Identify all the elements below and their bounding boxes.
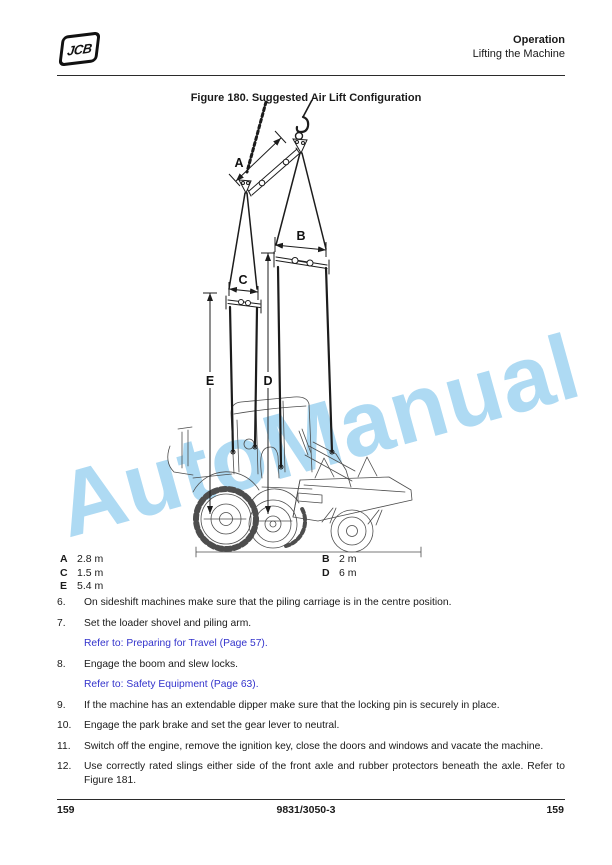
legend-left-column: A 2.8 m C 1.5 m E 5.4 m [60, 553, 103, 594]
legend-key: A [60, 553, 68, 565]
crane-hook-icon [295, 115, 310, 134]
legend-value: 2 m [339, 553, 357, 565]
step-number: 7. [57, 617, 66, 629]
step-number: 10. [57, 720, 72, 731]
step-number: 9. [57, 699, 66, 711]
legend-row: C 1.5 m [60, 567, 103, 581]
legend-value: 6 m [339, 566, 357, 579]
header-section-title: Operation [513, 34, 565, 46]
legend-right-column: B 2 m D 6 m [322, 553, 357, 580]
legend-key: E [60, 580, 68, 592]
dimension-lines: A B C D E [202, 130, 327, 514]
dim-label-b: B [296, 229, 305, 243]
legend-row: B 2 m [322, 553, 357, 567]
step-number: 8. [57, 658, 66, 670]
page-number-right: 159 [546, 804, 564, 816]
legend-row: E 5.4 m [60, 580, 103, 594]
legend-value: 5.4 m [77, 580, 104, 592]
jcb-logo-text: JCB [66, 39, 93, 59]
refer-link[interactable]: Refer to: Preparing for Travel (Page 57)… [84, 638, 268, 649]
step-item: 6. On sideshift machines make sure that t… [57, 596, 565, 610]
step-text: Engage the park brake and set the gear l… [84, 720, 340, 731]
step-text: Switch off the engine, remove the igniti… [84, 740, 544, 752]
step-text: Engage the boom and slew locks. [84, 658, 238, 670]
legend-key: B [322, 553, 330, 565]
header-right: Operation Lifting the Machine [473, 33, 565, 61]
step-number: 6. [57, 597, 66, 608]
document-number: 9831/3050-3 [276, 804, 336, 816]
step-text: Use correctly rated slings either side o… [84, 761, 565, 786]
figure-title: Figure 180. Suggested Air Lift Configura… [190, 92, 422, 104]
jcb-logo: JCB [58, 31, 101, 67]
step-item: 7. Set the loader shovel and piling arm. [57, 617, 565, 631]
step-number: 11. [57, 740, 71, 752]
header-rule [57, 75, 565, 76]
step-item: 12. Use correctly rated slings either sid… [57, 760, 565, 787]
step-text: On sideshift machines make sure that the… [84, 597, 452, 608]
figure-illustration: A B C D E [167, 100, 422, 558]
step-item: 8. Engage the boom and slew locks. [57, 658, 565, 672]
dim-label-c: C [238, 273, 247, 287]
dim-label-d: D [263, 374, 272, 388]
dim-label-e: E [206, 374, 214, 388]
legend-key: D [322, 566, 330, 579]
dim-label-a: A [234, 156, 243, 170]
legend-row: D 6 m [322, 567, 357, 581]
legend-value: 1.5 m [77, 566, 104, 579]
legend-row: A 2.8 m [60, 553, 103, 567]
lifting-rig [225, 100, 335, 470]
legend-value: 2.8 m [77, 553, 104, 565]
legend-key: C [60, 566, 68, 579]
step-item: 10. Engage the park brake and set the gea… [57, 719, 565, 733]
step-item: 9. If the machine has an extendable dippe… [57, 699, 565, 713]
step-text: Set the loader shovel and piling arm. [84, 617, 252, 629]
refer-link[interactable]: Refer to: Safety Equipment (Page 63). [84, 679, 259, 690]
step-number: 12. [57, 761, 72, 772]
step-text: If the machine has an extendable dipper … [84, 699, 500, 711]
footer-rule [57, 799, 565, 800]
step-item: 11. Switch off the engine, remove the ign… [57, 740, 565, 754]
machine-drawing [167, 396, 422, 558]
page-number-left: 159 [57, 804, 75, 816]
steps-list: 6. On sideshift machines make sure that t… [57, 596, 565, 794]
header-subsection-title: Lifting the Machine [472, 48, 565, 60]
